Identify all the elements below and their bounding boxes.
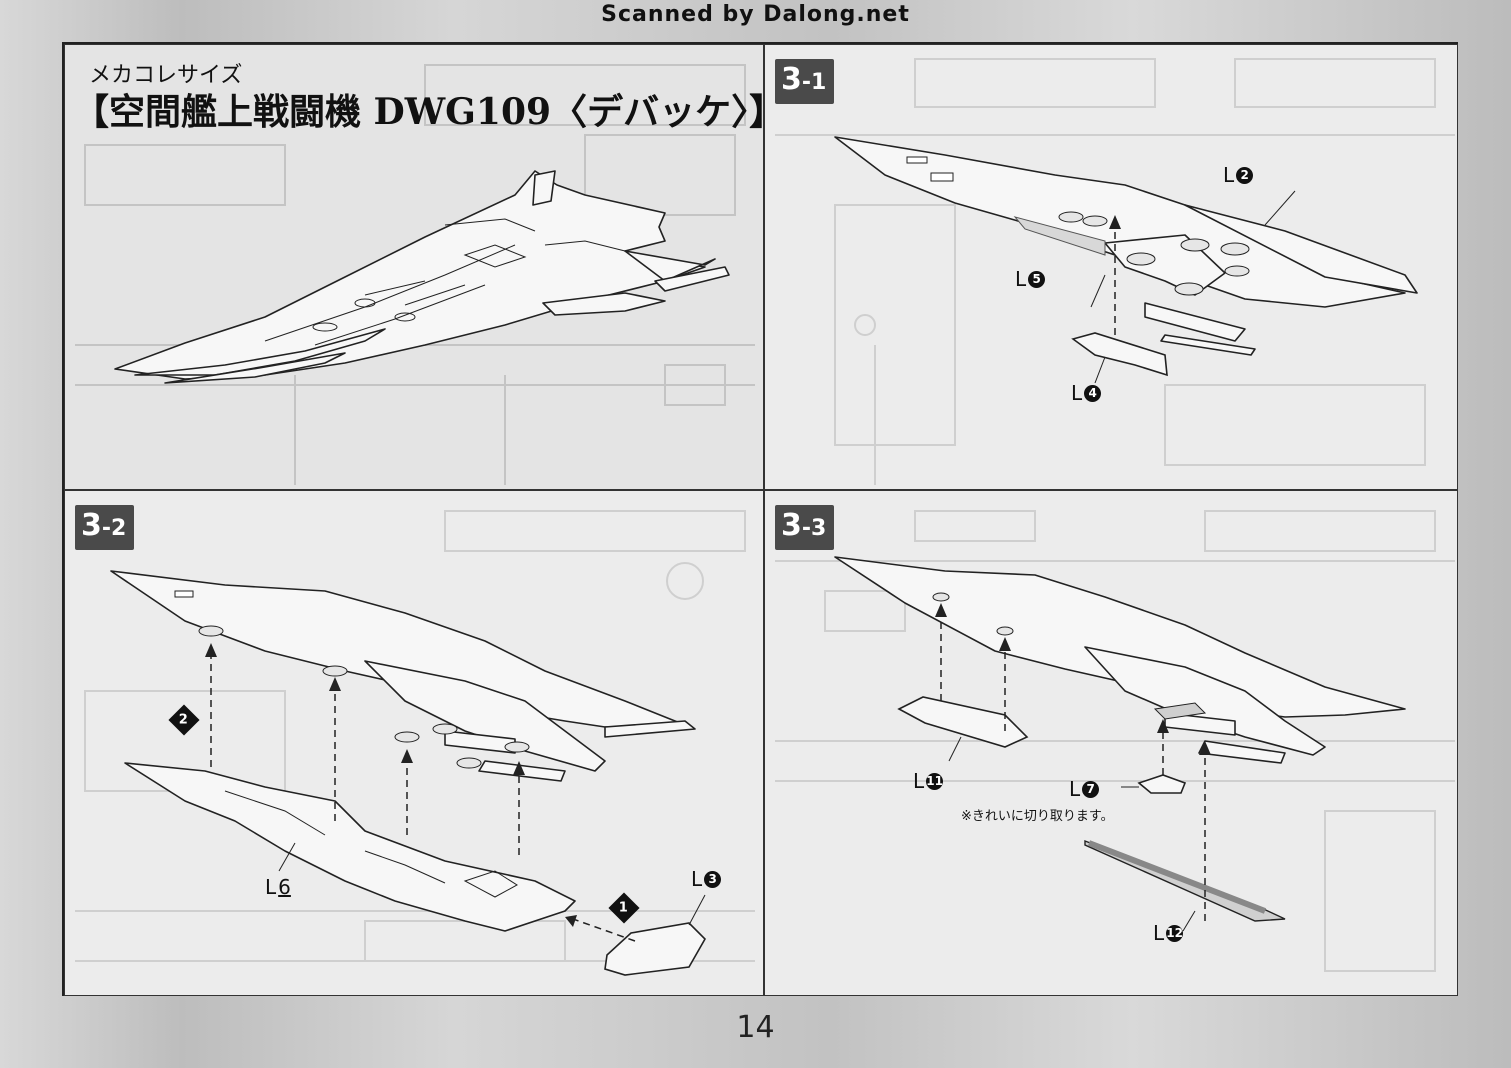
fighter-overview-illustration	[114, 170, 730, 384]
step-badge-3-2: 3-2	[75, 505, 135, 550]
step-3-2-panel: 3-2	[64, 490, 764, 996]
step-3-3-panel: 3-3	[764, 490, 1458, 996]
series-label: メカコレサイズ	[89, 63, 243, 88]
step-3-3-illustration	[834, 556, 1406, 932]
title-panel: メカコレサイズ 【空間艦上戦闘機 DWG109〈デバッケ〉】	[64, 44, 764, 490]
page-title: 【空間艦上戦闘機 DWG109〈デバッケ〉】	[73, 91, 764, 133]
page-number: 14	[736, 1010, 775, 1045]
instruction-sheet: メカコレサイズ 【空間艦上戦闘機 DWG109〈デバッケ〉】	[62, 42, 1458, 996]
step-3-1-illustration	[834, 136, 1418, 384]
scan-credit: Scanned by Dalong.net	[601, 2, 910, 27]
step-badge-3-1: 3-1	[775, 59, 835, 104]
step-3-1-panel: 3-1	[764, 44, 1458, 490]
step-badge-3-3: 3-3	[775, 505, 835, 550]
step-3-2-illustration	[110, 570, 706, 976]
cut-cleanly-note: ※きれいに切り取ります。	[961, 809, 1114, 824]
